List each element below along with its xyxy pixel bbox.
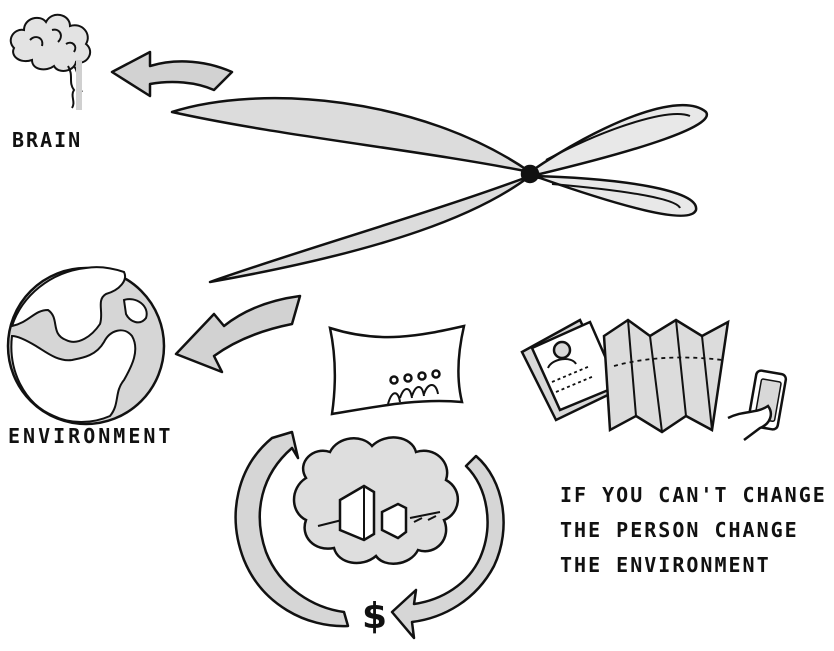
phone-icon — [728, 370, 787, 440]
environment-label: ENVIRONMENT — [8, 424, 173, 448]
cloud-icon — [294, 437, 458, 563]
brain-icon — [11, 15, 90, 110]
dollar-sign: $ — [362, 596, 387, 637]
caption-line-3: THE ENVIRONMENT — [560, 548, 827, 583]
caption-line-1: IF YOU CAN'T CHANGE — [560, 478, 827, 513]
arrow-to-brain-icon — [112, 52, 232, 96]
caption-line-2: THE PERSON CHANGE — [560, 513, 827, 548]
brain-label: BRAIN — [12, 128, 82, 152]
scissors-icon — [172, 98, 707, 282]
caption-text: IF YOU CAN'T CHANGE THE PERSON CHANGE TH… — [560, 478, 827, 583]
map-icon — [604, 320, 728, 432]
globe-icon — [8, 267, 164, 424]
arrow-to-environment-icon — [176, 296, 300, 372]
shelter-icon — [330, 326, 464, 414]
